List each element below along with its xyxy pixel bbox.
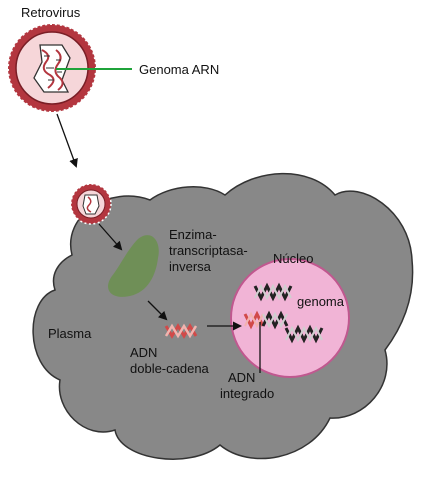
adn-doble-label-line-2: doble-cadena [130, 361, 210, 376]
nucleo-label: Núcleo [273, 251, 313, 266]
host-cell [32, 172, 414, 460]
genoma-label: genoma [297, 294, 345, 309]
retrovirus-particle [7, 23, 97, 113]
enzima-label-line-2: transcriptasa- [169, 243, 248, 258]
viral-rna-genome [33, 44, 71, 93]
enzima-label-line-3: inversa [169, 259, 212, 274]
entering-virus [70, 183, 112, 225]
adn-doble-label-line-1: ADN [130, 345, 157, 360]
arrow-to-enzyme [98, 223, 123, 251]
adn-integrado-label-line-1: ADN [228, 370, 255, 385]
reverse-transcriptase-enzyme [108, 235, 159, 297]
host-genome-chromosome-1 [253, 282, 293, 302]
plasma-label: Plasma [48, 326, 92, 341]
adn-integrado-label-line-2: integrado [220, 386, 274, 401]
integrated-dna [243, 310, 289, 330]
arrow-entry [56, 113, 78, 168]
enzima-label-line-1: Enzima- [169, 227, 217, 242]
host-genome-chromosome-2 [284, 324, 324, 344]
genoma-arn-label: Genoma ARN [139, 62, 219, 77]
double-stranded-dna [164, 323, 198, 339]
arrow-to-dsdna [147, 300, 168, 321]
retrovirus-label: Retrovirus [21, 5, 81, 20]
